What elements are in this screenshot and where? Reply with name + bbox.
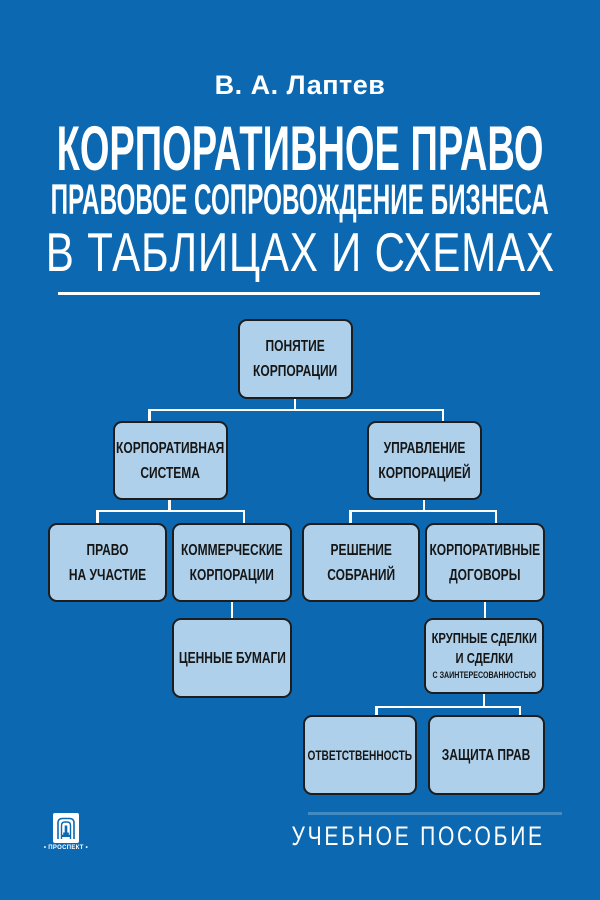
- node-label-line: СИСТЕМА: [140, 464, 201, 482]
- title-line-1: КОРПОРАТИВНОЕ ПРАВО: [0, 118, 600, 181]
- connector-segment: [349, 509, 497, 512]
- node-label-line: КОРПОРАЦИЕЙ: [378, 464, 471, 482]
- connector-segment: [375, 705, 521, 708]
- node-pravo-na-uchastie: ПРАВО НА УЧАСТИЕ: [48, 523, 167, 602]
- node-zashchita-prav: ЗАЩИТА ПРАВ: [428, 715, 545, 795]
- node-label-line: КОРПОРАТИВНЫЕ: [429, 541, 541, 559]
- node-label-line: СОБРАНИЙ: [327, 566, 395, 584]
- node-kommercheskie-korporatsii: КОММЕРЧЕСКИЕ КОРПОРАЦИИ: [172, 523, 292, 602]
- node-label-line: НА УЧАСТИЕ: [68, 566, 147, 584]
- node-tsennye-bumagi: ЦЕННЫЕ БУМАГИ: [172, 618, 292, 698]
- node-label-line: ЗАЩИТА ПРАВ: [442, 746, 531, 764]
- title-line-3: В ТАБЛИЦАХ И СХЕМАХ: [0, 225, 600, 280]
- node-label: КОММЕРЧЕСКИЕ КОРПОРАЦИИ: [181, 538, 283, 588]
- author-text: В. А. Лаптев: [214, 70, 386, 100]
- connector-segment: [230, 601, 233, 619]
- node-label-line: КОРПОРАЦИИ: [253, 363, 338, 380]
- connector-segment: [148, 408, 151, 422]
- node-otvetstvennost: ОТВЕТСТВЕННОСТЬ: [303, 715, 417, 795]
- title-divider-line: [58, 292, 540, 295]
- node-korporativnaya-sistema: КОРПОРАТИВНАЯ СИСТЕМА: [113, 421, 228, 500]
- node-label-line: КОММЕРЧЕСКИЕ: [181, 541, 283, 559]
- node-label-line: КРУПНЫЕ СДЕЛКИ: [431, 630, 537, 647]
- connector-segment: [482, 693, 485, 707]
- node-label: ОТВЕТСТВЕННОСТЬ: [308, 743, 413, 768]
- node-label: ПОНЯТИЕ КОРПОРАЦИИ: [253, 334, 337, 384]
- prospekt-logo-label: • ПРОСПЕКТ •: [43, 845, 89, 851]
- node-label-subline: С ЗАИНТЕРЕСОВАННОСТЬЮ: [432, 670, 536, 681]
- node-label-line: ПРАВО: [86, 541, 129, 559]
- author: В. А. Лаптев: [0, 70, 600, 101]
- title-line-2: ПРАВОВОЕ СОПРОВОЖДЕНИЕ БИЗНЕСА: [0, 179, 600, 222]
- prospekt-gate-icon: [53, 813, 79, 843]
- title-line-3-text: В ТАБЛИЦАХ И СХЕМАХ: [45, 221, 555, 283]
- connector-segment: [168, 499, 171, 511]
- node-krupnye-sdelki: КРУПНЫЕ СДЕЛКИ И СДЕЛКИ С ЗАИНТЕРЕСОВАНН…: [424, 618, 544, 694]
- node-label-line: ОТВЕТСТВЕННОСТЬ: [307, 747, 413, 763]
- prospekt-logo: • ПРОСПЕКТ •: [40, 813, 92, 851]
- title-line-2-text: ПРАВОВОЕ СОПРОВОЖДЕНИЕ БИЗНЕСА: [50, 176, 550, 224]
- node-label-line: КОРПОРАТИВНАЯ: [116, 439, 225, 457]
- node-label: КОРПОРАТИВНАЯ СИСТЕМА: [116, 436, 224, 486]
- node-label-line: ПОНЯТИЕ: [265, 338, 326, 355]
- connector-segment: [242, 509, 245, 524]
- connector-segment: [375, 705, 378, 716]
- title-line-1-text: КОРПОРАТИВНОЕ ПРАВО: [56, 114, 544, 184]
- connector-segment: [422, 499, 425, 511]
- connector-segment: [96, 509, 245, 512]
- connector-segment: [96, 509, 99, 524]
- node-reshenie-sobraniy: РЕШЕНИЕ СОБРАНИЙ: [302, 523, 420, 602]
- connector-segment: [483, 601, 486, 619]
- node-label-line: УПРАВЛЕНИЕ: [383, 439, 466, 457]
- node-label-line: РЕШЕНИЕ: [330, 541, 392, 559]
- node-label-line: И СДЕЛКИ: [455, 650, 513, 667]
- connector-segment: [494, 509, 497, 524]
- node-korporativnye-dogovory: КОРПОРАТИВНЫЕ ДОГОВОРЫ: [425, 523, 545, 602]
- connector-segment: [441, 408, 444, 422]
- node-label: КРУПНЫЕ СДЕЛКИ И СДЕЛКИ С ЗАИНТЕРЕСОВАНН…: [431, 629, 536, 683]
- connector-segment: [518, 705, 521, 716]
- node-label: ЗАЩИТА ПРАВ: [442, 743, 531, 768]
- node-label: РЕШЕНИЕ СОБРАНИЙ: [327, 538, 395, 588]
- node-label: КОРПОРАТИВНЫЕ ДОГОВОРЫ: [430, 538, 541, 588]
- node-label: УПРАВЛЕНИЕ КОРПОРАЦИЕЙ: [378, 436, 470, 486]
- edition-label: УЧЕБНОЕ ПОСОБИЕ: [220, 821, 545, 852]
- edition-text: УЧЕБНОЕ ПОСОБИЕ: [291, 821, 545, 851]
- edition-divider-line: [308, 812, 562, 815]
- node-upravlenie-korporatsiey: УПРАВЛЕНИЕ КОРПОРАЦИЕЙ: [367, 421, 482, 500]
- node-label: ЦЕННЫЕ БУМАГИ: [178, 646, 285, 671]
- node-label: ПРАВО НА УЧАСТИЕ: [69, 538, 146, 588]
- connector-segment: [148, 408, 444, 411]
- node-ponyatie-korporatsii: ПОНЯТИЕ КОРПОРАЦИИ: [238, 319, 353, 399]
- connector-segment: [349, 509, 352, 524]
- connector-segment: [293, 398, 296, 410]
- node-label-line: ЦЕННЫЕ БУМАГИ: [178, 649, 286, 667]
- node-label-line: ДОГОВОРЫ: [449, 566, 521, 584]
- node-label-line: КОРПОРАЦИИ: [189, 566, 275, 584]
